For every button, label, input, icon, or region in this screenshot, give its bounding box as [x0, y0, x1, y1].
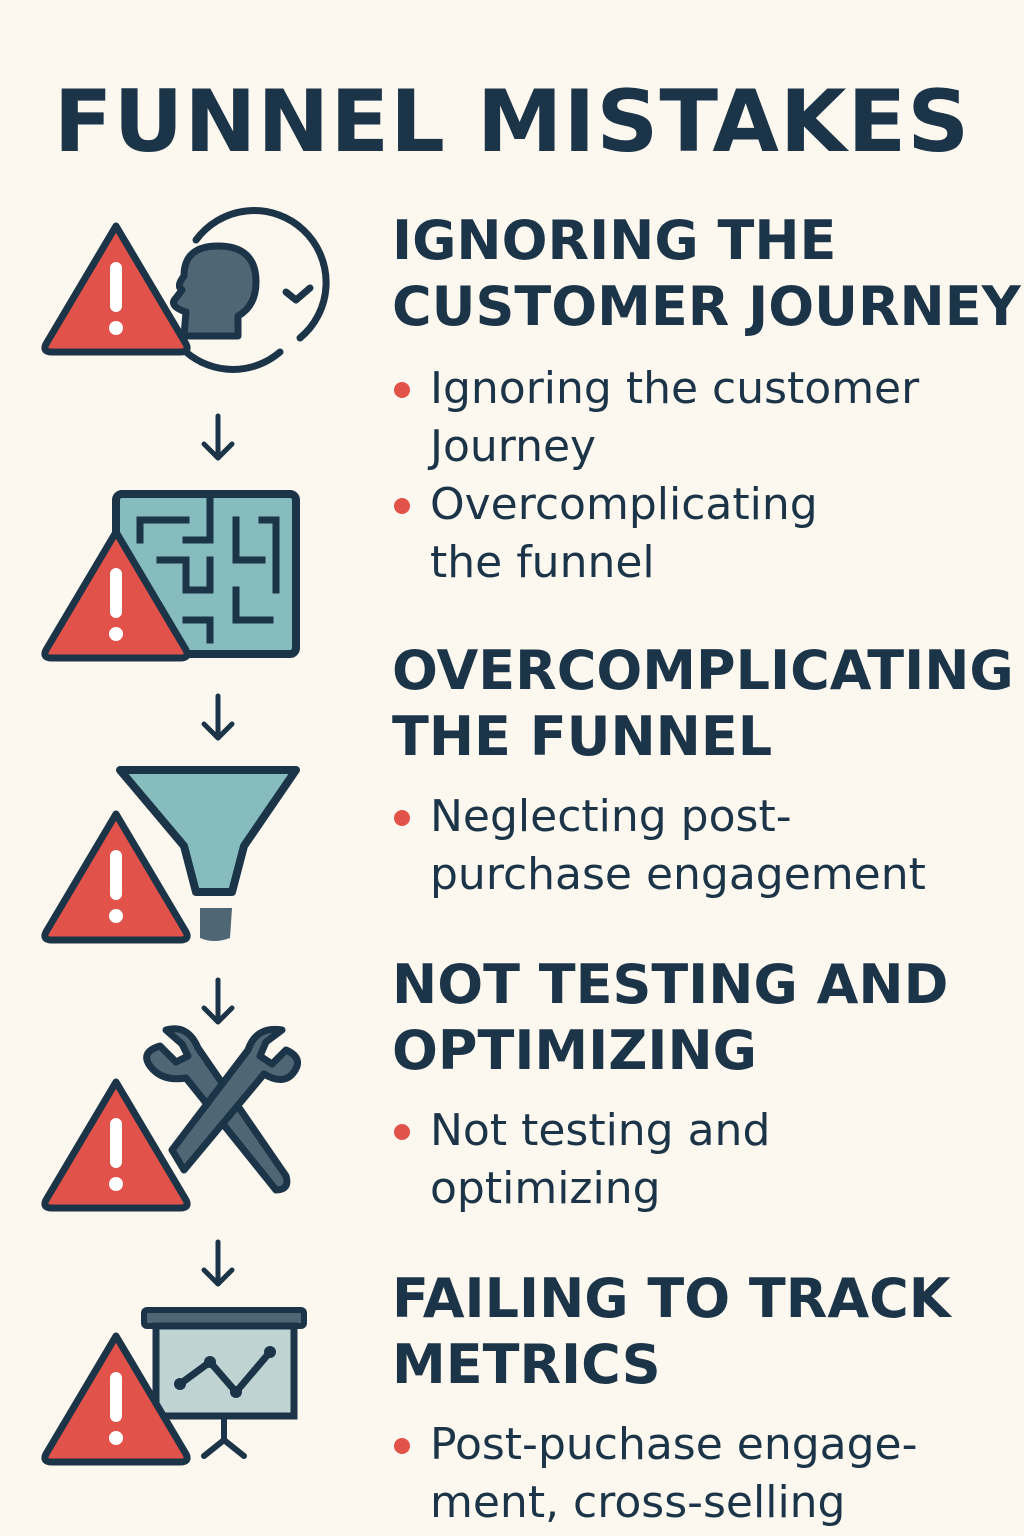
heading-line: FAILING TO TRACK — [392, 1267, 951, 1330]
list-item: Overcomplicating the funnel — [392, 476, 970, 592]
heading-failing-track-metrics: FAILING TO TRACK METRICS — [392, 1266, 951, 1398]
bullet-line: ment, cross-selling — [430, 1477, 846, 1528]
bullet-list: Post-puchase engage- ment, cross-selling — [392, 1416, 970, 1532]
wrench-tools-icon — [143, 1025, 302, 1194]
bullet-list: Not testing and optimizing — [392, 1102, 970, 1218]
heading-line: IGNORING THE — [392, 209, 837, 272]
heading-overcomplicating-funnel: OVERCOMPLICATING THE FUNNEL — [392, 638, 1014, 770]
down-arrow-icon — [204, 1242, 232, 1284]
down-arrow-icon — [204, 980, 232, 1022]
page-title: FUNNEL MISTAKES — [53, 72, 971, 172]
list-item: Neglecting post- purchase engagement — [392, 788, 970, 904]
bullet-line: purchase engagement — [430, 849, 926, 900]
heading-line: NOT TESTING AND — [392, 953, 949, 1016]
heading-line: METRICS — [392, 1333, 661, 1396]
bullet-list: Neglecting post- purchase engagement — [392, 788, 970, 904]
down-arrow-icon — [204, 696, 232, 738]
heading-ignoring-customer-journey: IGNORING THE CUSTOMER JOURNEY — [392, 208, 1021, 340]
bullet-line: optimizing — [430, 1163, 661, 1214]
list-item: Not testing and optimizing — [392, 1102, 970, 1218]
bullet-line: Ignoring the customer — [430, 363, 920, 414]
bullet-line: Not testing and — [430, 1105, 771, 1156]
metrics-board-icon — [141, 1307, 307, 1459]
list-item: Post-puchase engage- ment, cross-selling — [392, 1416, 970, 1532]
bullet-line: Overcomplicating — [430, 479, 818, 530]
funnel-icon — [116, 766, 300, 941]
heading-line: OPTIMIZING — [392, 1019, 758, 1082]
bullet-line: the funnel — [430, 537, 655, 588]
warning-icon — [45, 814, 187, 940]
bullet-line: Post-puchase engage- — [430, 1419, 918, 1470]
list-item: Ignoring the customer Journey — [392, 360, 970, 476]
bullet-line: Neglecting post- — [430, 791, 792, 842]
bullet-list: Ignoring the customer Journey Overcompli… — [392, 360, 970, 592]
heading-line: THE FUNNEL — [392, 705, 773, 768]
heading-line: OVERCOMPLICATING — [392, 639, 1014, 702]
warning-icon — [45, 226, 187, 352]
down-arrow-icon — [204, 416, 232, 458]
heading-line: CUSTOMER JOURNEY — [392, 275, 1021, 338]
warning-icon — [45, 1082, 187, 1208]
heading-not-testing-optimizing: NOT TESTING AND OPTIMIZING — [392, 952, 948, 1084]
customer-journey-icon — [170, 207, 330, 373]
icon-column — [0, 207, 330, 1536]
bullet-line: Journey — [430, 421, 597, 472]
